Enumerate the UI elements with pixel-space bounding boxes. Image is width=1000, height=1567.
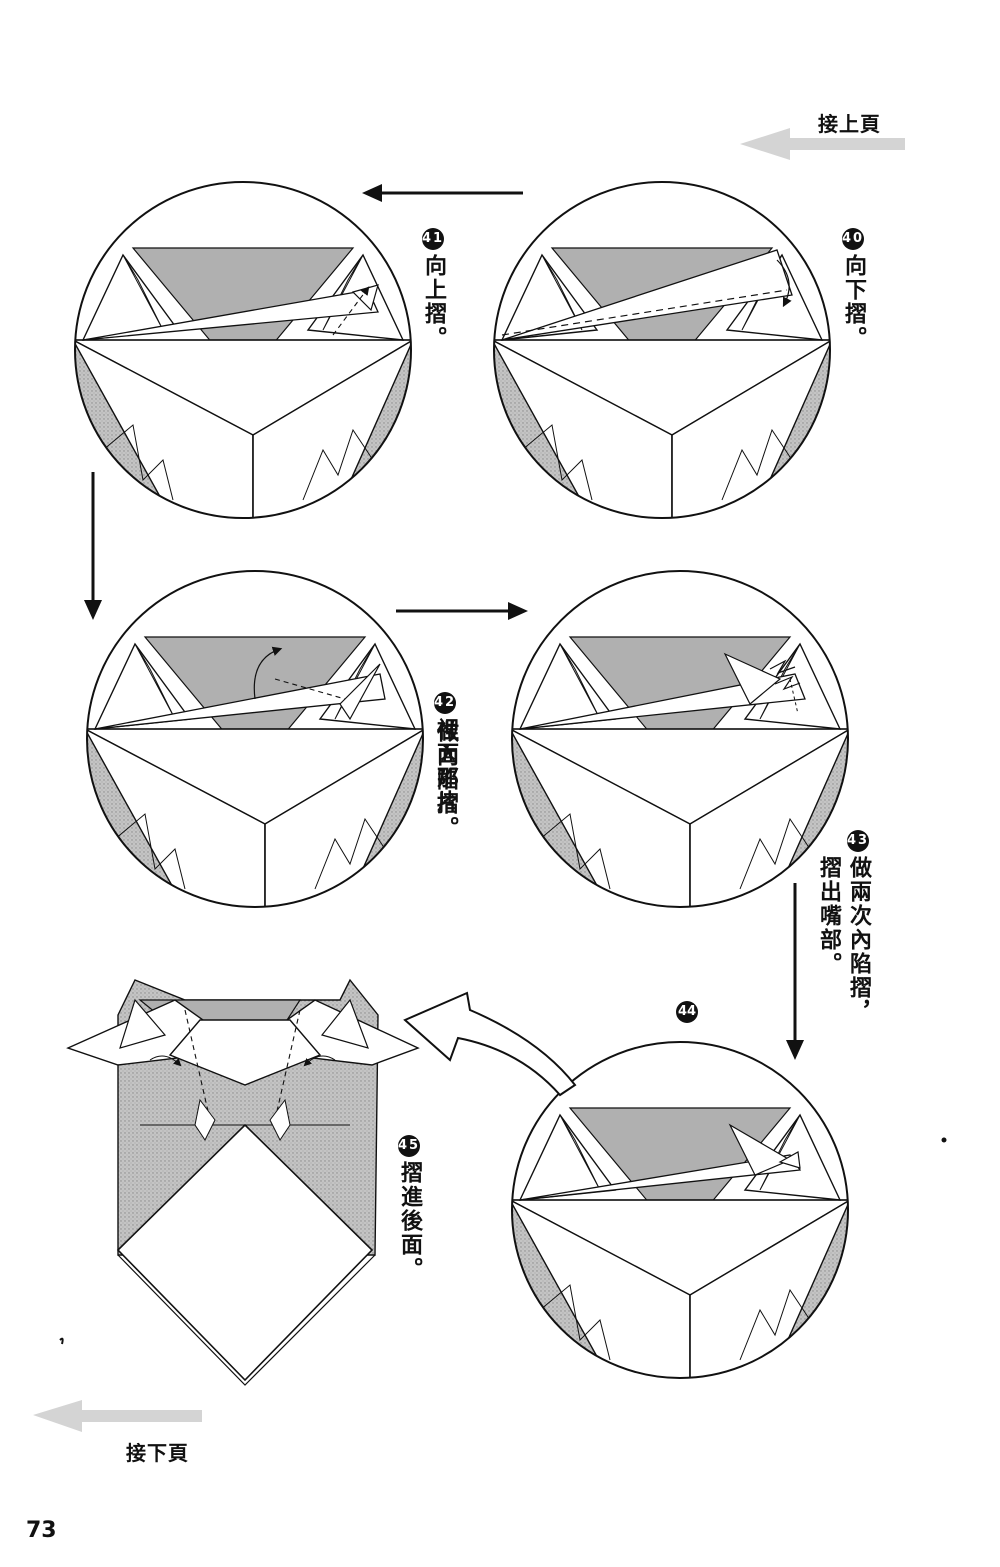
flow-arrow-44-to-45 (403, 991, 577, 1097)
step-42-number: 42 (434, 692, 456, 714)
step-42-label-line2: 做內陷摺。 (432, 720, 458, 840)
step-40-diagram (492, 180, 832, 520)
step-43-text-line1: 做兩次內陷摺， (846, 856, 871, 1024)
step-43-diagram (510, 569, 850, 909)
flow-arrow-40-to-41 (362, 184, 523, 202)
step-43-label: 43 做兩次內陷摺， (845, 830, 871, 1024)
step-42-label: 42 裡面那片 (432, 692, 458, 814)
step-44-label: 44 (676, 1000, 698, 1027)
flow-arrow-43-to-44 (786, 883, 804, 1060)
continue-to-label: 接下頁 (126, 1441, 189, 1465)
step-40-label: 40 向下摺。 (840, 228, 866, 350)
step-44-diagram (510, 1040, 850, 1380)
step-41-diagram (73, 180, 413, 520)
continue-from-arrow (740, 128, 905, 160)
step-44-number: 44 (676, 1001, 698, 1023)
continue-to-arrow (33, 1400, 202, 1432)
step-43-text-line2: 摺出嘴部。 (816, 856, 841, 976)
step-45-diagram (66, 978, 420, 1386)
flow-arrow-42-to-43 (396, 602, 528, 620)
flow-arrow-41-to-42 (84, 472, 102, 620)
step-41-text: 向上摺。 (421, 254, 446, 350)
step-42-text-line2: 做內陷摺。 (433, 720, 458, 840)
step-45-text: 摺進後面。 (397, 1161, 422, 1281)
step-42-diagram (85, 569, 425, 909)
step-43-label-line2: 摺出嘴部。 (815, 856, 841, 976)
step-40-text: 向下摺。 (841, 254, 866, 350)
step-41-label: 41 向上摺。 (420, 228, 446, 350)
page-number: 73 (26, 1518, 57, 1543)
step-45-label: 45 摺進後面。 (396, 1135, 422, 1281)
step-43-number: 43 (847, 830, 869, 852)
step-41-number: 41 (422, 228, 444, 250)
step-45-number: 45 (398, 1135, 420, 1157)
step-40-number: 40 (842, 228, 864, 250)
step-42-text-line1: 裡面那片 (433, 718, 458, 814)
continue-from-label: 接上頁 (818, 112, 881, 136)
